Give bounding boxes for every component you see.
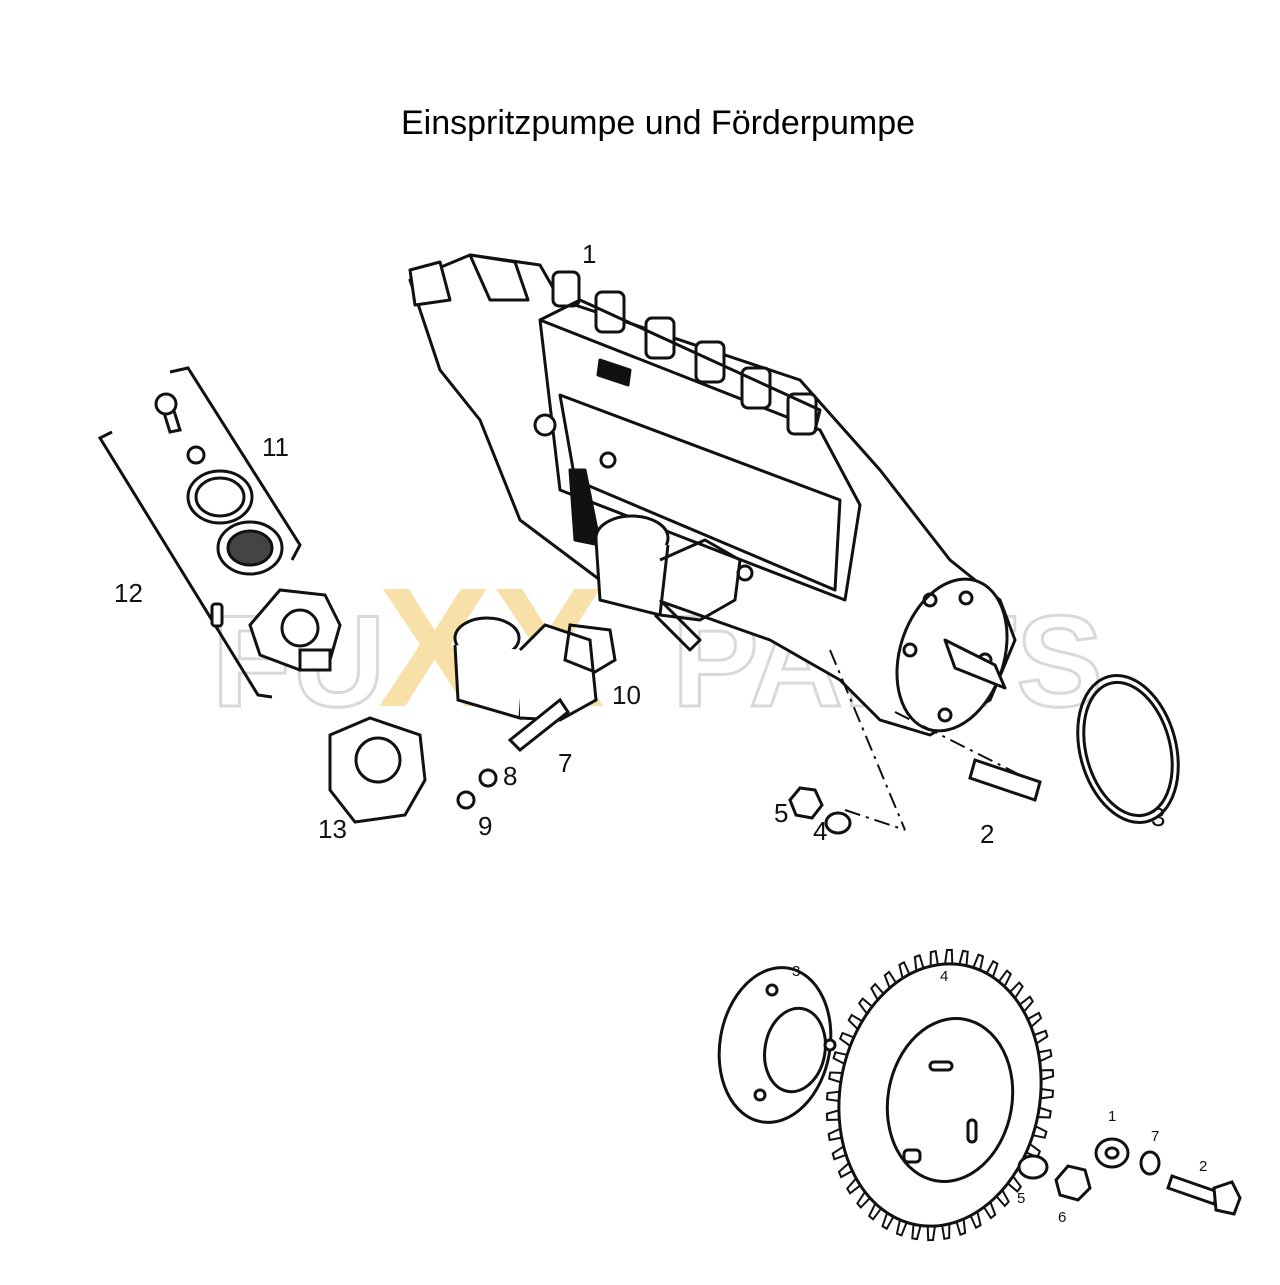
gear-callout-3: 3 <box>792 963 800 980</box>
callout-5: 5 <box>774 798 788 828</box>
callout-8: 8 <box>503 761 517 791</box>
gear-tooth <box>926 1224 937 1242</box>
gear-callout-1: 1 <box>1108 1108 1116 1125</box>
page-title: Einspritzpumpe und Förderpumpe <box>400 104 916 142</box>
gear-callout-6: 6 <box>1058 1209 1066 1226</box>
callout-12: 12 <box>114 578 143 608</box>
gear-callout-4: 4 <box>940 968 948 985</box>
drive-gear-drawing <box>717 948 1242 1242</box>
callout-3: 3 <box>1151 802 1165 832</box>
callout-4: 4 <box>813 816 827 846</box>
feed-pump-parts <box>97 366 1180 835</box>
gear-callout-5: 5 <box>1017 1190 1025 1207</box>
callout-13: 13 <box>318 814 347 844</box>
callout-1: 1 <box>582 239 596 269</box>
callout-7: 7 <box>558 748 572 778</box>
gear-callout-2: 2 <box>1199 1158 1207 1175</box>
gear-tooth <box>943 948 954 966</box>
gear-callout-7: 7 <box>1151 1128 1159 1145</box>
callout-10: 10 <box>612 680 641 710</box>
callout-2: 2 <box>980 819 994 849</box>
bottom-callouts: 3 4 1 7 2 5 6 <box>792 963 1207 1226</box>
callout-9: 9 <box>478 811 492 841</box>
top-callouts: 1 2 3 4 5 7 8 9 10 11 12 13 <box>114 239 1165 849</box>
injection-pump-drawing <box>408 253 1031 831</box>
callout-11: 11 <box>262 432 289 462</box>
